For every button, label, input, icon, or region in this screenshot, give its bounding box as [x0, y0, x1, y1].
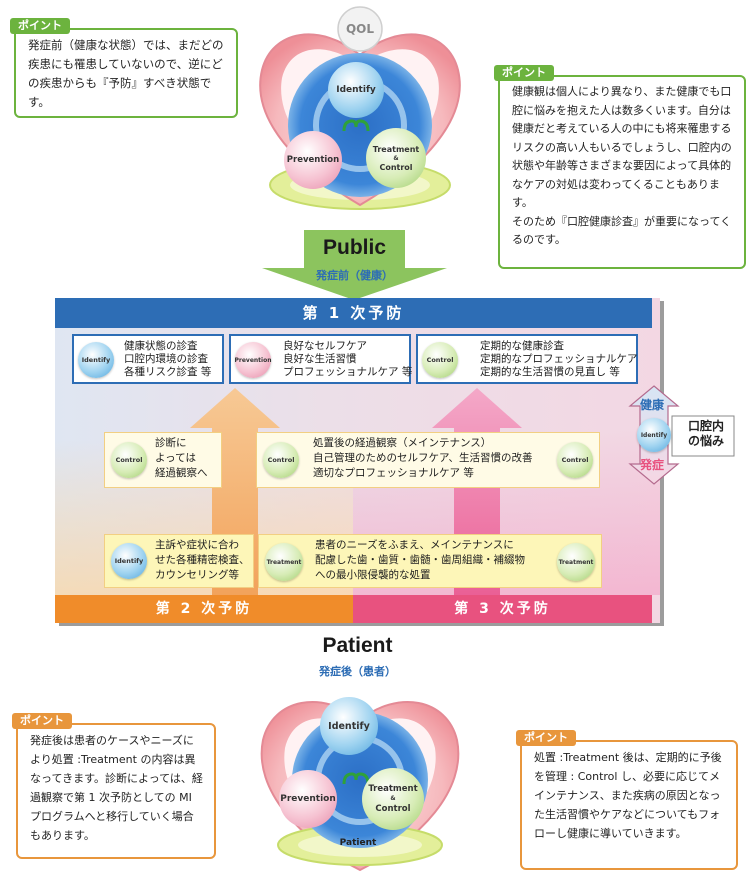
point-text: 処置 :Treatment 後は、定期的に予後を管理 : Control し、必… [534, 751, 722, 840]
point-tag: ポイント [494, 65, 554, 81]
point-text: 健康観は個人により異なり、また健康でも口腔に悩みを抱えた人は数多くいます。自分は… [512, 85, 732, 209]
tertiary-treatment-box: Treatment 患者のニーズをふまえ、メインテナンスに 配慮した歯・歯質・歯… [258, 534, 602, 588]
side-identify-badge: Identify [637, 418, 671, 452]
secondary-identify-box: Identify 主訴や症状に合わ せた各種精密検査、 カウンセリング等 [104, 534, 254, 588]
bottom-cycle-prevention-node: Prevention [279, 770, 337, 828]
prevention-line-1: 良好なセルフケア [283, 340, 367, 352]
side-concern-label: 口腔内 の悩み [678, 419, 734, 449]
control-badge-left: Control [263, 442, 299, 478]
primary-prevention-band: 第 1 次予防 [55, 298, 652, 328]
identify-line-3: 各種リスク診査 等 [124, 366, 212, 378]
tertiary-control-line-1: 処置後の経過観察（メインテナンス） [313, 437, 492, 449]
bottom-cycle-and-label: & [390, 795, 396, 802]
control-line-2: 定期的なプロフェッショナルケア [480, 353, 638, 365]
tertiary-control-line-3: 適切なプロフェッショナルケア 等 [313, 467, 474, 479]
control-badge: Control [111, 442, 147, 478]
bottom-cycle-treatment-control-node: Treatment & Control [362, 768, 424, 830]
bottom-cycle-control-label: Control [375, 804, 411, 814]
cycle-treatment-label: Treatment [372, 144, 420, 154]
cycle-treatment-control-node: Treatment & Control [366, 128, 426, 188]
side-concern-line-1: 口腔内 [687, 419, 724, 433]
control-line-1: 定期的な健康診査 [480, 340, 564, 352]
cycle-prevention-node: Prevention [284, 131, 342, 189]
prevention-line-2: 良好な生活習慣 [283, 353, 357, 365]
point-tag: ポイント [12, 713, 72, 729]
control-badge-right: Control [557, 442, 593, 478]
treatment-badge-right: Treatment [557, 543, 595, 581]
public-title: Public [322, 236, 386, 259]
side-concern-line-2: の悩み [687, 434, 724, 448]
secondary-control-line-1: 診断に [155, 437, 187, 449]
bottom-cycle-treatment-label: Treatment [368, 784, 418, 794]
public-subtitle: 発症前（健康） [316, 269, 393, 282]
qol-label: QOL [345, 22, 375, 36]
secondary-prevention-band: 第 2 次予防 [55, 595, 353, 623]
identify-line-1: 健康状態の診査 [124, 340, 198, 352]
patient-subtitle: 発症後（患者） [319, 665, 396, 678]
secondary-identify-line-2: せた各種精密検査、 [155, 554, 250, 566]
point-box-top-right: ポイント 健康観は個人により異なり、また健康でも口腔に悩みを抱えた人は数多くいま… [494, 65, 746, 269]
identify-badge: Identify [111, 543, 147, 579]
prevention-badge: Prevention [235, 342, 272, 378]
bottom-cycle-patient-label: Patient [339, 838, 377, 848]
control-line-3: 定期的な生活習慣の見直し 等 [480, 366, 620, 378]
tertiary-control-line-2: 自己管理のためのセルフケア、生活習慣の改善 [313, 452, 533, 464]
side-health-label: 健康 [640, 398, 665, 412]
secondary-control-line-2: よっては [155, 452, 196, 464]
point-text: 発症前（健康な状態）では、まだどの疾患にも罹患していないので、逆にどの疾患からも… [28, 38, 224, 109]
primary-identify-box: Identify 健康状態の診査 口腔内環境の診査 各種リスク診査 等 [72, 334, 224, 384]
patient-title: Patient [322, 634, 393, 657]
tertiary-prevention-band: 第 3 次予防 [353, 595, 652, 623]
point-box-bottom-right: ポイント 処置 :Treatment 後は、定期的に予後を管理 : Contro… [516, 730, 738, 870]
prevention-line-3: プロフェッショナルケア 等 [283, 366, 413, 378]
public-arrow [262, 230, 447, 300]
secondary-identify-line-3: カウンセリング等 [155, 569, 239, 581]
tertiary-treatment-line-3: への最小限侵襲的な処置 [315, 569, 431, 581]
tertiary-control-box: Control 処置後の経過観察（メインテナンス） 自己管理のためのセルフケア、… [256, 432, 600, 488]
primary-control-box: Control 定期的な健康診査 定期的なプロフェッショナルケア 定期的な生活習… [416, 334, 638, 384]
primary-prevention-box: Prevention 良好なセルフケア 良好な生活習慣 プロフェッショナルケア … [229, 334, 413, 384]
point-tag: ポイント [516, 730, 576, 746]
tertiary-treatment-line-2: 配慮した歯・歯質・歯髄・歯周組織・補綴物 [315, 554, 525, 566]
side-onset-label: 発症 [640, 458, 665, 472]
secondary-control-line-3: 経過観察へ [155, 467, 208, 479]
identify-line-2: 口腔内環境の診査 [124, 353, 208, 365]
identify-badge: Identify [78, 342, 114, 378]
point-tag: ポイント [10, 18, 70, 34]
cycle-and-label: & [393, 154, 399, 162]
secondary-control-box: Control 診断に よっては 経過観察へ [104, 432, 222, 488]
tertiary-treatment-line-1: 患者のニーズをふまえ、メインテナンスに [315, 539, 514, 551]
bottom-cycle-identify-node: Identify [320, 697, 378, 755]
cycle-control-label: Control [379, 162, 413, 172]
treatment-badge-left: Treatment [265, 543, 303, 581]
point-text: 発症後は患者のケースやニーズにより処置 :Treatment の内容は異なってき… [30, 734, 203, 842]
point-box-bottom-left: ポイント 発症後は患者のケースやニーズにより処置 :Treatment の内容は… [12, 713, 216, 859]
secondary-identify-line-1: 主訴や症状に合わ [155, 539, 239, 551]
point-text: そのため『口腔健康診査』が重要になってくるのです。 [512, 214, 732, 247]
control-badge: Control [422, 342, 458, 378]
point-box-top-left: ポイント 発症前（健康な状態）では、まだどの疾患にも罹患していないので、逆にどの… [10, 18, 238, 118]
cycle-identify-node: Identify [328, 62, 384, 118]
